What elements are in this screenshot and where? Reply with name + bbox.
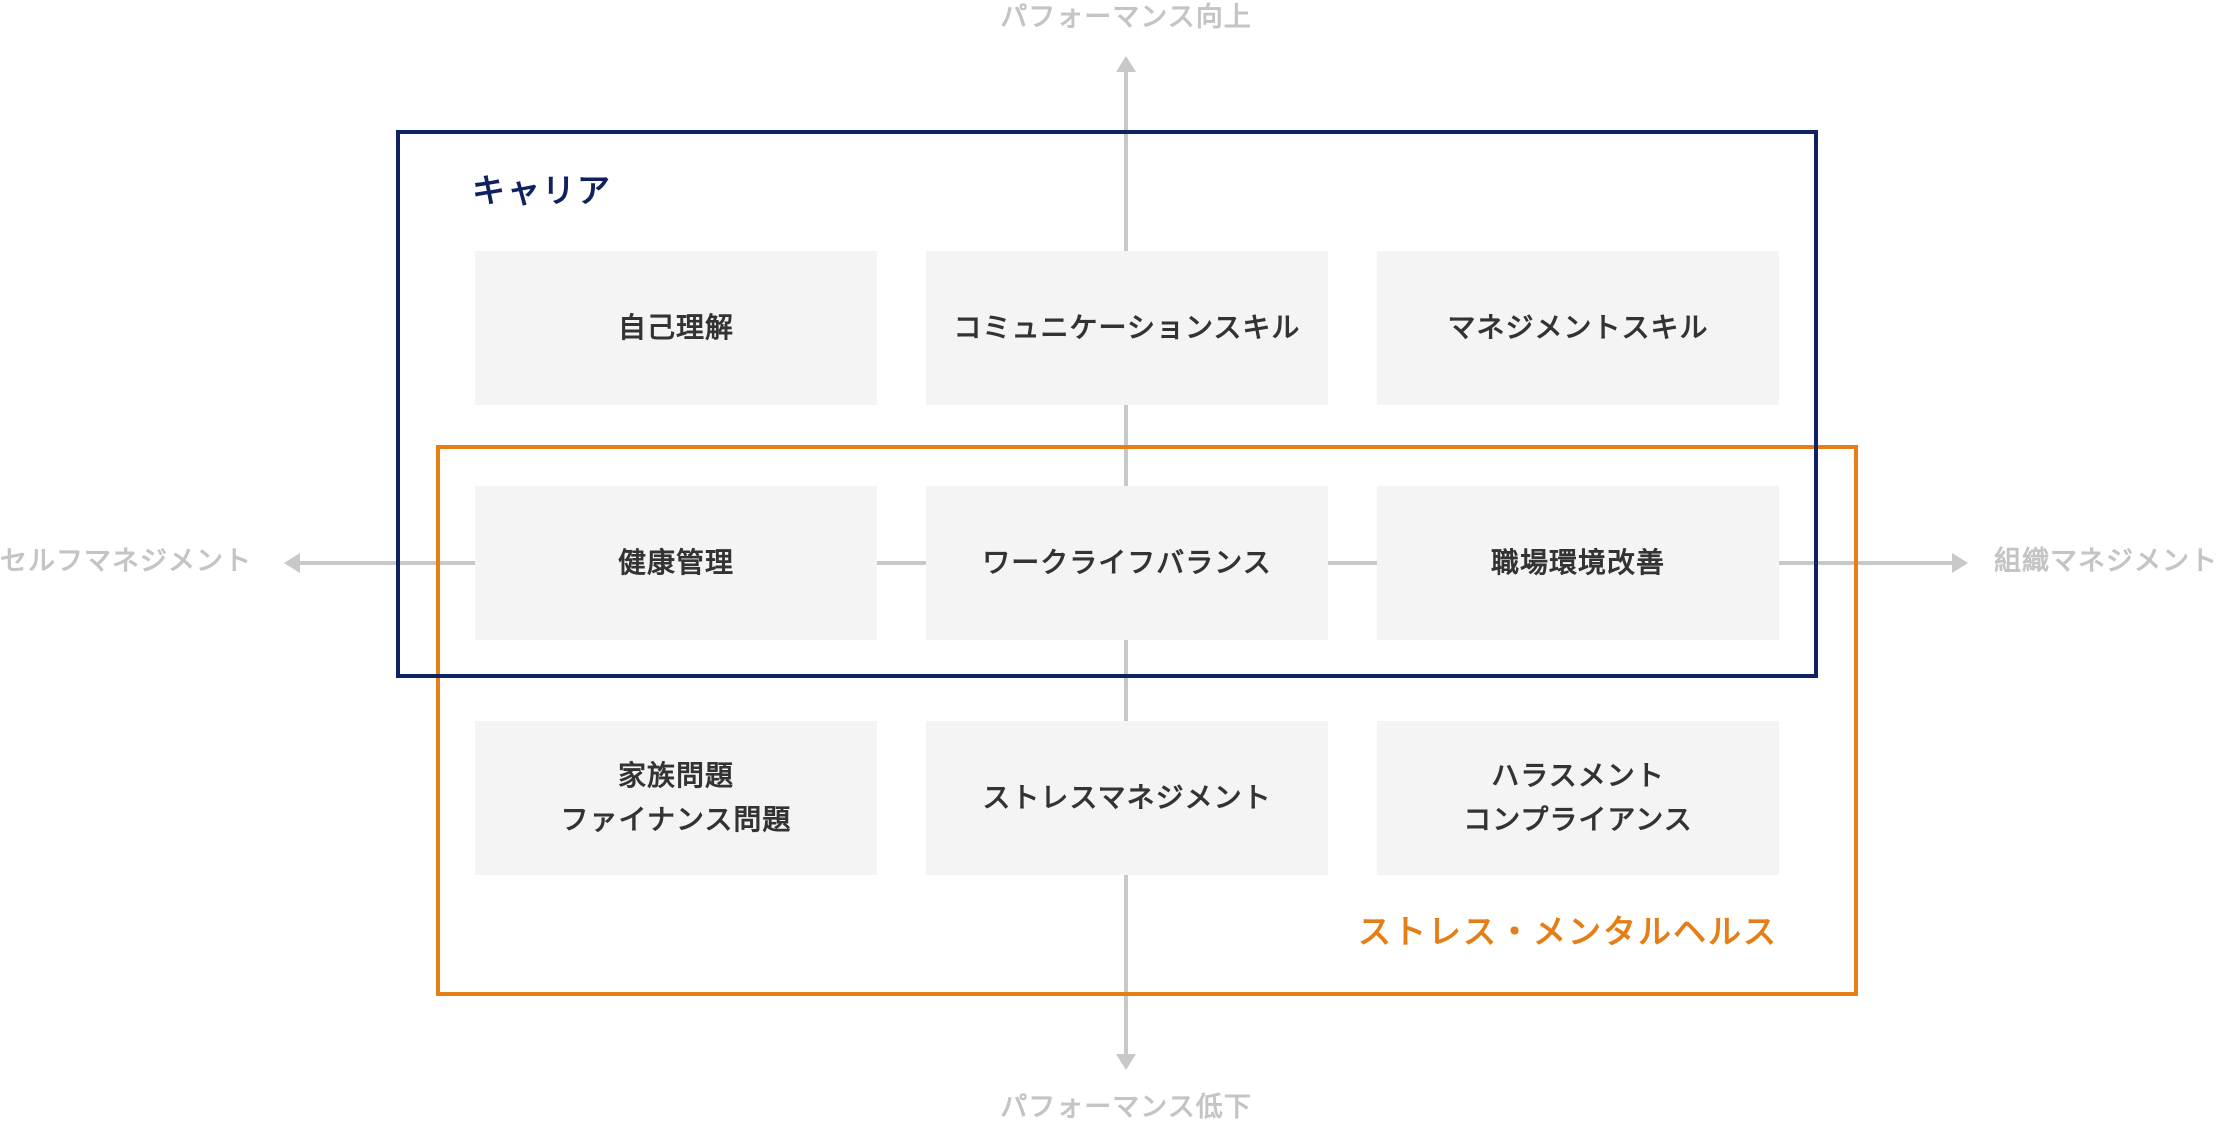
arrow-left-icon bbox=[284, 553, 300, 573]
topic-box-management-skills: マネジメントスキル bbox=[1377, 251, 1779, 405]
topic-box-self-understanding: 自己理解 bbox=[475, 251, 877, 405]
topic-label: ハラスメント コンプライアンス bbox=[1463, 759, 1693, 836]
axis-label-performance-down: パフォーマンス低下 bbox=[1000, 1092, 1252, 1123]
axis-label-self-management: セルフマネジメント bbox=[0, 546, 252, 577]
stress-mental-health-group-label: ストレス・メンタルヘルス bbox=[1358, 912, 1778, 951]
topic-label: 健康管理 bbox=[617, 546, 734, 579]
topic-label: コミュニケーションスキル bbox=[953, 311, 1301, 344]
topic-box-workplace-improvement: 職場環境改善 bbox=[1377, 486, 1779, 640]
career-group-label: キャリア bbox=[472, 171, 612, 210]
topic-box-harassment-compliance: ハラスメント コンプライアンス bbox=[1377, 721, 1779, 875]
axis-label-performance-up: パフォーマンス向上 bbox=[1000, 2, 1252, 33]
topic-box-work-life-balance: ワークライフバランス bbox=[926, 486, 1328, 640]
topic-box-communication-skills: コミュニケーションスキル bbox=[926, 251, 1328, 405]
topic-box-family-finance-issues: 家族問題 ファイナンス問題 bbox=[475, 721, 877, 875]
career-group-frame bbox=[396, 130, 1818, 678]
topic-box-health-management: 健康管理 bbox=[475, 486, 877, 640]
arrow-down-icon bbox=[1116, 1054, 1136, 1070]
topic-label: 家族問題 ファイナンス問題 bbox=[560, 759, 792, 836]
topic-label: ストレスマネジメント bbox=[982, 781, 1272, 814]
axis-label-organization-management: 組織マネジメント bbox=[1994, 546, 2218, 577]
topic-label: ワークライフバランス bbox=[982, 546, 1272, 579]
topic-label: マネジメントスキル bbox=[1447, 311, 1709, 344]
arrow-right-icon bbox=[1952, 553, 1968, 573]
topic-label: 自己理解 bbox=[617, 311, 734, 344]
topic-box-stress-management: ストレスマネジメント bbox=[926, 721, 1328, 875]
topic-label: 職場環境改善 bbox=[1490, 546, 1665, 579]
stress-mental-health-group-frame bbox=[436, 445, 1858, 996]
arrow-up-icon bbox=[1116, 56, 1136, 72]
